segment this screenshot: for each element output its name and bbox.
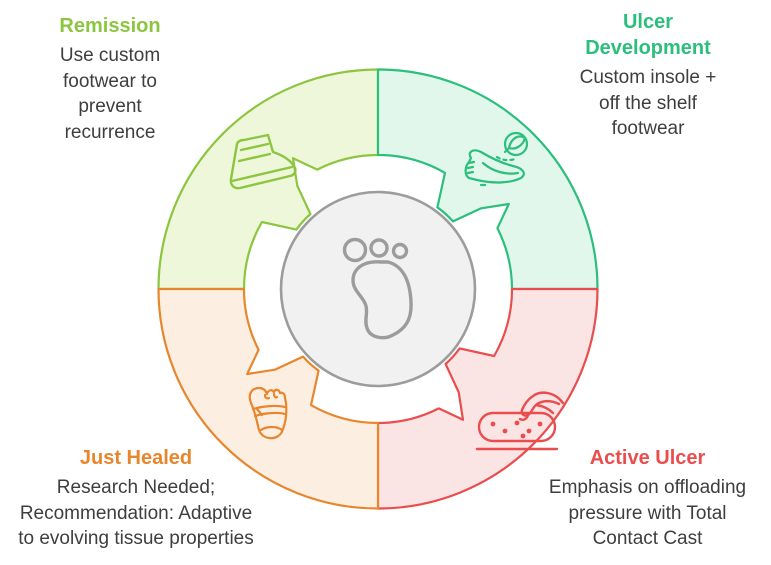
ulcer-development-title-line: Ulcer: [622, 11, 674, 33]
active-ulcer-description: Emphasis on offloading pressure with Tot…: [524, 475, 771, 552]
boot-icon: [229, 133, 297, 190]
active-ulcer-title: Active Ulcer: [589, 447, 706, 469]
active-ulcer-desc-line: Emphasis on offloading: [548, 477, 747, 498]
remission-title: Remission: [59, 15, 161, 37]
ulcer-development-desc-line: off the shelf: [599, 92, 697, 114]
ulcer-development-title: Ulcer Development: [538, 9, 758, 61]
ulcer-development-description: Custom insole + off the shelf footwear: [538, 65, 758, 142]
ulcer-development-title-line: Development: [585, 37, 711, 59]
label-active-ulcer: Active Ulcer Emphasis on offloading pres…: [524, 445, 771, 552]
footprint-icon: [342, 237, 413, 340]
just-healed-description: Research Needed; Recommendation: Adaptiv…: [0, 475, 272, 552]
insole-shoe-leaf-icon: [464, 131, 529, 187]
remission-desc-line: footwear to: [63, 70, 157, 92]
just-healed-desc-line: Recommendation: Adaptive: [19, 502, 253, 524]
active-ulcer-desc-line: pressure with Total: [568, 502, 727, 524]
remission-description: Use custom footwear to prevent recurrenc…: [4, 43, 216, 145]
just-healed-desc-line: Research Needed;: [56, 477, 216, 498]
center-hub: [279, 190, 477, 388]
foot-sole-icon: [248, 386, 288, 440]
label-ulcer-development: Ulcer Development Custom insole + off th…: [538, 9, 758, 142]
ulcer-development-desc-line: Custom insole +: [579, 67, 717, 88]
remission-desc-line: recurrence: [64, 121, 156, 143]
label-remission: Remission Use custom footwear to prevent…: [4, 13, 216, 145]
wound-hand-icon: [475, 391, 565, 451]
remission-desc-line: prevent: [78, 96, 142, 117]
ulcer-development-desc-line: footwear: [611, 118, 685, 139]
just-healed-desc-line: to evolving tissue properties: [18, 528, 254, 549]
just-healed-title: Just Healed: [79, 447, 193, 469]
active-ulcer-desc-line: Contact Cast: [592, 528, 703, 549]
label-just-healed: Just Healed Research Needed; Recommendat…: [0, 445, 272, 552]
remission-desc-line: Use custom: [59, 45, 161, 66]
